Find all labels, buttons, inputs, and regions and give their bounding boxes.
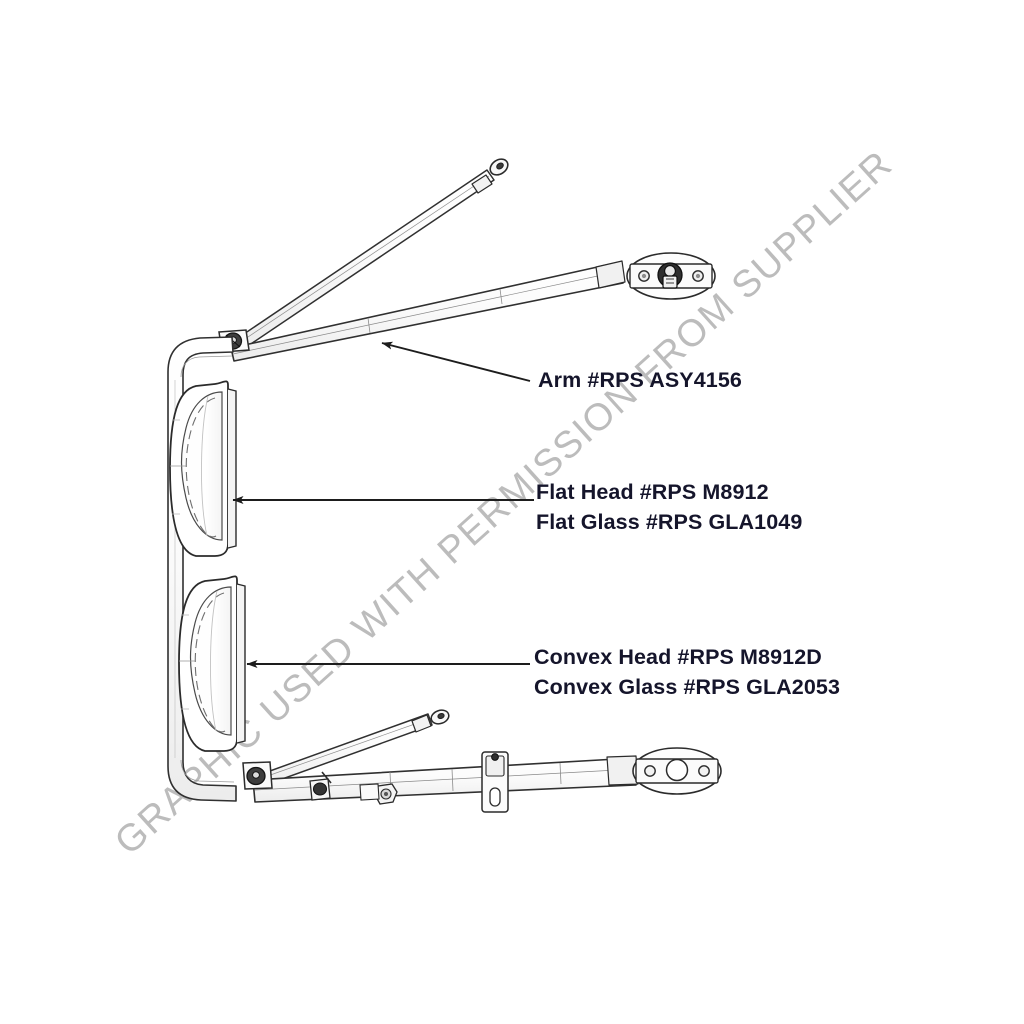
upper-main-arm [230, 260, 626, 362]
callout-flat-head-line-2: Flat Glass #RPS GLA1049 [536, 509, 803, 534]
callout-arrows [232, 341, 534, 668]
tension-adjuster-fitting [309, 771, 332, 801]
callout-convex-head-line-1: Convex Head #RPS M8912D [534, 645, 822, 669]
lower-arm-pivot-fitting [242, 761, 273, 790]
oval-mount-bracket-lower [632, 747, 722, 795]
callout-arm-line-1: Arm #RPS ASY4156 [538, 368, 742, 392]
callout-convex-head-line-2: Convex Glass #RPS GLA2053 [534, 674, 841, 699]
callout-label-flat-head: Flat Head #RPS M8912 Flat Glass #RPS GLA… [536, 478, 802, 537]
callout-label-arm: Arm #RPS ASY4156 [538, 366, 742, 396]
flat-mirror-head [169, 380, 237, 557]
convex-mirror-head [178, 575, 246, 752]
clamp-bracket [481, 751, 509, 813]
oval-mount-bracket-upper [626, 252, 716, 300]
arrow-arm [381, 341, 531, 382]
hex-nut-fitting [359, 783, 398, 805]
callout-flat-head-line-1: Flat Head #RPS M8912 [536, 480, 769, 504]
lower-support-arm [255, 709, 450, 788]
upper-support-arm [231, 158, 509, 353]
callout-label-convex-head: Convex Head #RPS M8912D Convex Glass #RP… [534, 643, 840, 702]
